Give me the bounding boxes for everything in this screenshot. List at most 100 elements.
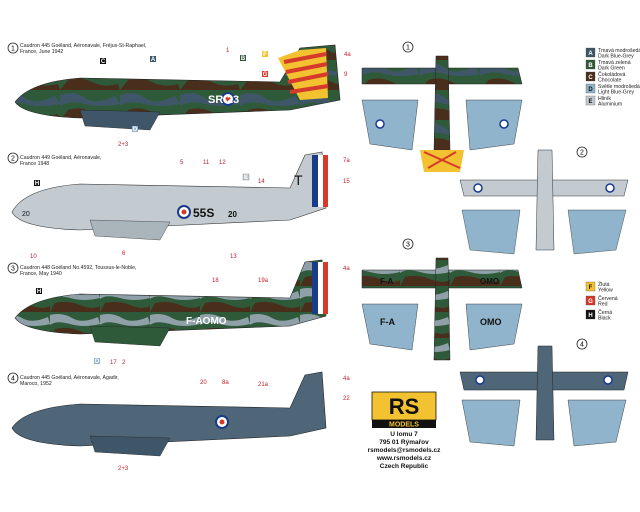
view-number: 2 — [11, 156, 15, 163]
legend-letter: F — [589, 285, 593, 291]
legend-name-en: Yellow — [598, 288, 613, 294]
callout: 2 — [122, 360, 126, 366]
legend-swatch-a — [585, 47, 596, 58]
caption-line-1: Caudron 449 Goéland, Aéronavale, — [20, 155, 101, 161]
svg-text:RS: RS — [389, 394, 420, 419]
view-number: 3 — [406, 242, 410, 249]
legend-name-cz: Černá — [598, 309, 612, 316]
legend-letter: C — [588, 75, 593, 81]
profile-3: 3 Caudron 448 Goéland No.4592, Toussus-l… — [7, 259, 350, 366]
legend-swatch-f — [585, 281, 596, 292]
label-B — [240, 55, 246, 61]
legend-name-cz: Tmavá zelená — [598, 60, 631, 66]
callout: 4a — [344, 52, 351, 58]
view-number: 1 — [11, 46, 15, 53]
caption-line-1: Caudron 445 Goéland, Aéronavale, Fréjus-… — [20, 43, 146, 49]
svg-text:Czech Republic: Czech Republic — [380, 463, 429, 470]
caption-line-2: France 1948 — [20, 161, 49, 167]
wing-code-top-left: F-A — [380, 277, 394, 286]
caption-line-1: Caudron 445 Goéland, Aéronavale, Agadir, — [20, 375, 119, 381]
callout: 13 — [230, 254, 237, 260]
fuselage — [14, 259, 327, 335]
svg-text:www.rsmodels.cz: www.rsmodels.cz — [376, 455, 432, 462]
svg-text:U lomu 7: U lomu 7 — [390, 431, 418, 438]
label-H — [34, 180, 40, 186]
label-F — [262, 51, 268, 57]
legend-name-en: Aluminium — [598, 102, 622, 108]
legend-letter: E — [588, 99, 592, 105]
view-number: 3 — [11, 266, 15, 273]
callout: 2+3 — [118, 466, 129, 472]
svg-text:E: E — [244, 175, 248, 181]
legend-name-en: Dark Blue-Grey — [598, 54, 634, 60]
rs-models-logo: RS MODELS — [371, 391, 437, 429]
callout: 20 — [200, 380, 207, 386]
profile-2: 2 Caudron 449 Goéland, Aéronavale, Franc… — [7, 151, 350, 260]
callout: 18 — [212, 278, 219, 284]
legend-letter: G — [588, 299, 593, 305]
legend-letter: B — [588, 63, 593, 69]
legend-name-en: Light Blue-Grey — [598, 90, 634, 96]
callout: 8a — [222, 380, 229, 386]
svg-text:rsmodels@rsmodels.cz: rsmodels@rsmodels.cz — [368, 447, 442, 454]
svg-text:G: G — [263, 72, 268, 78]
engine-nacelle — [89, 325, 171, 347]
code-number: 20 — [228, 210, 237, 219]
label-A — [150, 56, 156, 62]
callout: 4a — [343, 376, 350, 382]
callout: 7a — [343, 158, 350, 164]
label-C — [100, 58, 106, 64]
callout: 15 — [343, 179, 350, 185]
tail-flag-white — [318, 155, 323, 207]
callout: 2+3 — [118, 142, 129, 148]
aircraft-code: F-AOMO — [186, 316, 227, 327]
svg-text:C: C — [101, 59, 106, 65]
svg-text:B: B — [241, 56, 246, 62]
label-E — [242, 173, 250, 181]
plan-view-4: 4 — [459, 338, 629, 447]
callout: 22 — [343, 396, 350, 402]
legend-name-cz: Tmavá modrošedá — [598, 48, 640, 54]
engine-nacelle — [89, 219, 171, 241]
callout: 21a — [258, 382, 269, 388]
svg-text:MODELS: MODELS — [389, 422, 419, 429]
legend-letter: H — [588, 313, 592, 319]
wing-code-bottom-right: OMO — [480, 317, 502, 327]
legend-swatch-c — [585, 71, 596, 82]
profile-1: 1 Caudron 445 Goéland, Aéronavale, Fréju… — [7, 42, 351, 148]
plan-view-2: 2 — [459, 146, 629, 255]
caption-line-2: France, May 1940 — [20, 271, 62, 277]
svg-text:A: A — [151, 57, 156, 63]
engine-nacelle — [89, 435, 171, 457]
aircraft-code: SR-23 — [208, 94, 239, 106]
legend-name-cz: Světle modrošedá — [598, 84, 640, 90]
aircraft-code: 55S — [193, 206, 214, 220]
roundel-center — [225, 96, 231, 102]
callout: 4a — [343, 266, 350, 272]
legend-name-en: Chocolate — [598, 78, 621, 84]
nose-number: 20 — [22, 211, 30, 218]
legend-swatch-b — [585, 59, 596, 70]
wing-code-bottom-left: F-A — [380, 317, 395, 327]
legend-swatch-h — [585, 309, 596, 320]
caption-line-2: Maroco, 1952 — [20, 381, 52, 387]
engine-nacelle — [79, 109, 161, 131]
label-G — [262, 71, 268, 77]
company-address: U lomu 7 795 01 Rýmařov rsmodels@rsmodel… — [368, 431, 442, 470]
callout: 14 — [258, 179, 265, 185]
svg-text:H: H — [35, 181, 39, 187]
profile-4: 4 Caudron 445 Goéland, Aéronavale, Agadi… — [7, 371, 350, 472]
legend-name-en: Red — [598, 302, 608, 308]
tail-flag-blue — [312, 155, 318, 207]
svg-text:795 01 Rýmařov: 795 01 Rýmařov — [379, 439, 429, 446]
view-number: 2 — [580, 150, 584, 157]
fuselage — [11, 151, 327, 231]
callout: 17 — [110, 360, 117, 366]
tail-flag-red — [323, 155, 328, 207]
fuselage — [11, 371, 327, 447]
plan-view-3: 3 F-A OMO F-A OMO — [361, 238, 523, 361]
callout: 10 — [30, 254, 37, 260]
